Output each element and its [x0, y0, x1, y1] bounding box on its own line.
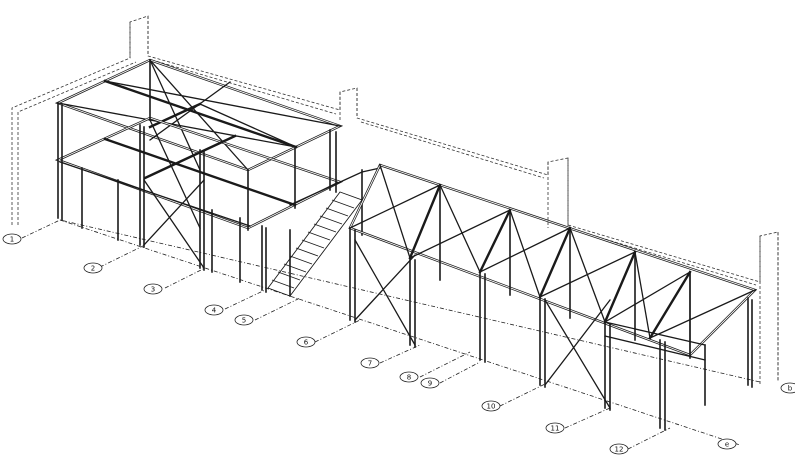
- grid-label: 11: [551, 425, 560, 433]
- right-roof-frame: [348, 163, 758, 357]
- upper-roof-frame: [54, 58, 344, 172]
- grid-label: 1: [10, 236, 14, 244]
- grid-label: 12: [615, 446, 624, 454]
- grid-label: e: [725, 441, 729, 449]
- grid-bubble-9: 9: [420, 377, 440, 389]
- grid-bubble-12: 12: [609, 443, 629, 455]
- mid-floor-frame: [54, 116, 344, 230]
- grid-label: 10: [487, 403, 496, 411]
- grid-bubble-2: 2: [83, 262, 103, 274]
- grid-label: 6: [304, 339, 309, 347]
- grid-bubble-10: 10: [481, 400, 501, 412]
- grid-bubble-5: 5: [234, 314, 254, 326]
- grid-label: 5: [242, 317, 246, 325]
- right-block-columns: [349, 184, 753, 431]
- grid-bubble-1: 1: [2, 233, 22, 245]
- grid-bubble-b: b: [780, 382, 795, 394]
- grid-bubble-7: 7: [360, 357, 380, 369]
- grid-lines: [21, 219, 761, 450]
- grid-label: 8: [407, 374, 411, 382]
- grid-bubble-6: 6: [296, 336, 316, 348]
- grid-label: 9: [428, 380, 432, 388]
- grid-bubble-3: 3: [143, 283, 163, 295]
- grid-bubble-8: 8: [399, 371, 419, 383]
- grid-label: 4: [212, 307, 217, 315]
- grid-label: 2: [91, 265, 95, 273]
- grid-label: b: [788, 385, 793, 393]
- grid-bubble-11: 11: [545, 422, 565, 434]
- grid-label: 3: [151, 286, 155, 294]
- grid-bubble-e: e: [717, 438, 737, 450]
- grid-bubble-4: 4: [204, 304, 224, 316]
- grid-label: 7: [368, 360, 372, 368]
- left-block-columns: [57, 59, 337, 293]
